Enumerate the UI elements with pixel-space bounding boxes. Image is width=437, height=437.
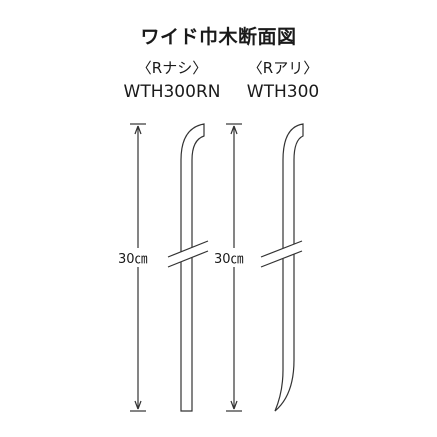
height-label-left: 30㎝	[117, 248, 149, 267]
dimension-line-right	[226, 123, 242, 412]
model-code-left: WTH300RN	[123, 82, 221, 102]
height-label-right: 30㎝	[213, 248, 245, 267]
profile-r-nashi	[180, 123, 205, 412]
model-code-right: WTH300	[246, 82, 320, 102]
break-mark-right	[260, 240, 303, 268]
break-mark-left	[167, 240, 209, 268]
variant-label-left: 〈Rナシ〉	[136, 59, 208, 77]
variant-label-right: 〈Rアリ〉	[247, 59, 319, 77]
dimension-line-left	[130, 123, 146, 412]
diagram-title: ワイド巾木断面図	[140, 26, 297, 48]
profile-r-ari	[274, 123, 304, 412]
